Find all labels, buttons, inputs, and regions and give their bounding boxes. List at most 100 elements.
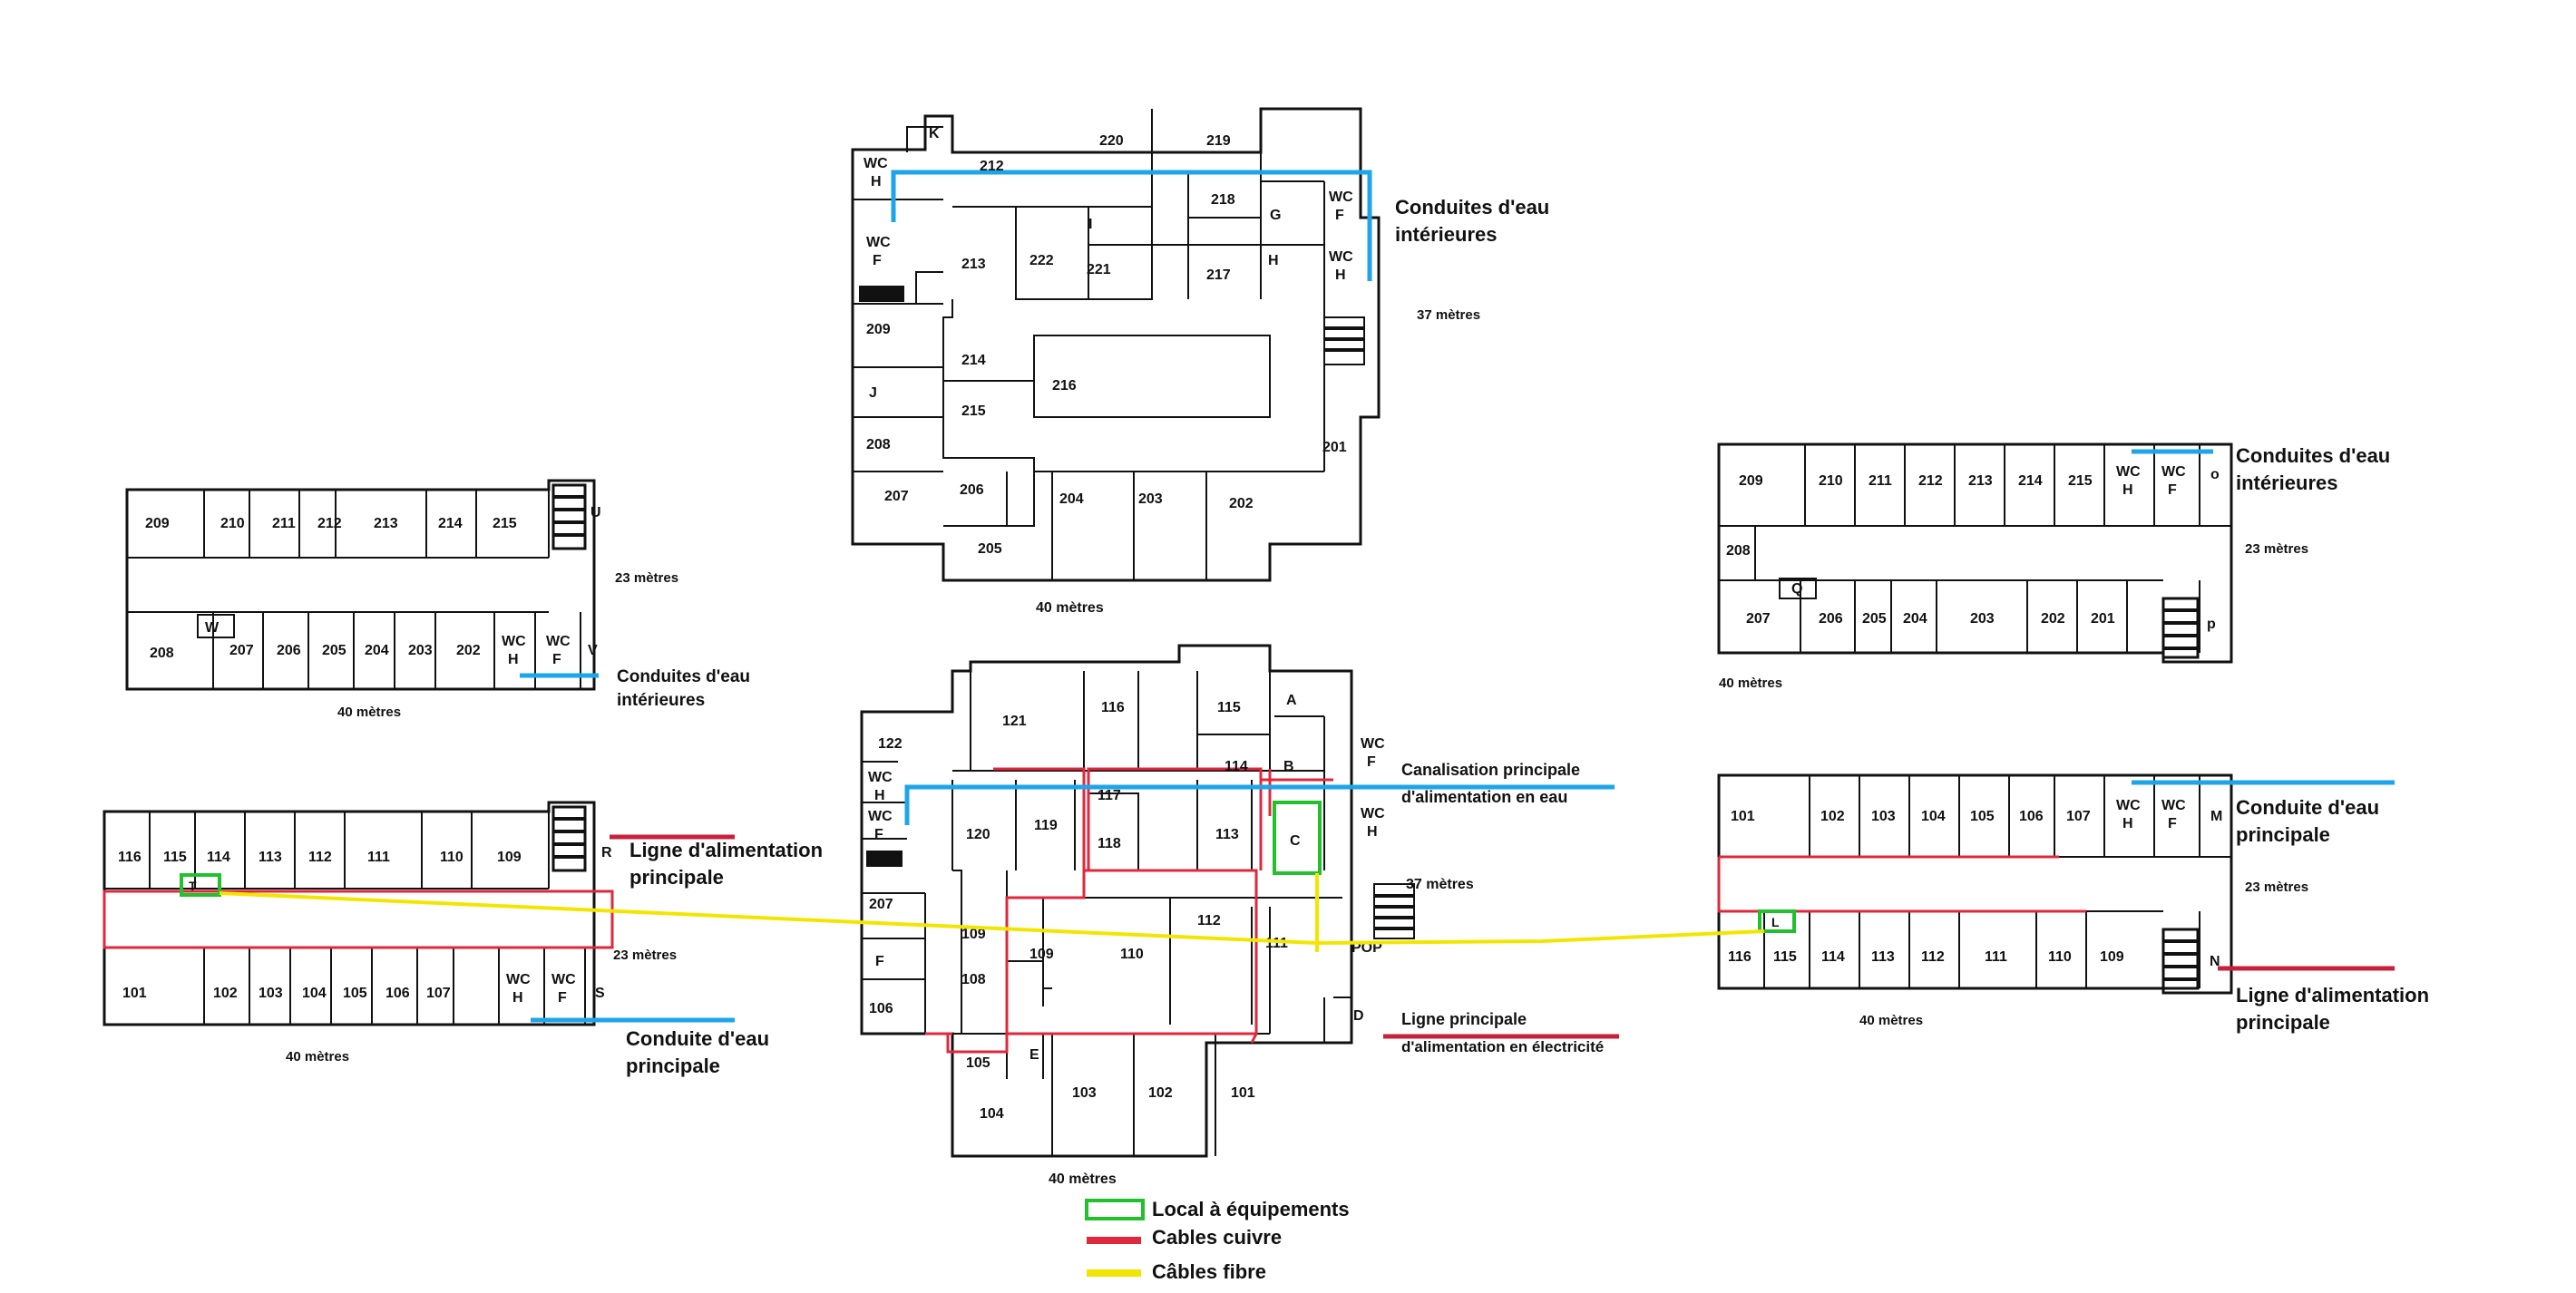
room-label: 116: [118, 850, 141, 865]
room-label: F: [875, 954, 884, 969]
legend-copper-label: Cables cuivre: [1152, 1226, 1282, 1249]
room-label: 111: [1265, 936, 1288, 951]
room-label: U: [590, 505, 601, 520]
water-main-label: d'alimentation en eau: [1401, 788, 1567, 806]
room-label: 109: [1029, 947, 1054, 962]
water-main-label: Conduite d'eau: [2236, 796, 2379, 819]
room-label: S: [595, 986, 605, 1001]
room-label: F: [2168, 482, 2177, 498]
room-label: WC: [868, 770, 893, 785]
room-label: 113: [1871, 949, 1895, 965]
room-label: F: [873, 253, 882, 268]
room-label: 114: [1821, 949, 1845, 965]
fiber-link-left: [219, 891, 1318, 945]
power-main-label: Ligne d'alimentation: [2236, 984, 2429, 1006]
room-label: W: [205, 620, 220, 636]
room-label: 111: [1985, 949, 2007, 965]
room-label: 211: [272, 516, 296, 531]
room-label: 114: [1225, 759, 1248, 774]
room-label: WC: [506, 972, 531, 987]
room-label: 202: [2041, 611, 2065, 627]
room-label: 106: [385, 986, 410, 1001]
room-label: 119: [1034, 818, 1058, 833]
building-width-label: 40 mètres: [1049, 1171, 1117, 1187]
room-label: 110: [2048, 949, 2072, 965]
room-label: 109: [961, 927, 986, 942]
stairs-icon: [2161, 597, 2200, 659]
room-label: WC: [864, 156, 888, 171]
room-label: 203: [408, 643, 433, 658]
room-label: 105: [1970, 809, 1995, 824]
room-label: 115: [1773, 949, 1797, 965]
room-label: 207: [884, 489, 909, 504]
stairs-icon: [859, 286, 1365, 365]
room-label: 215: [493, 516, 517, 531]
water-pipe-label: intérieures: [617, 691, 705, 710]
room-label: 211: [1869, 473, 1892, 489]
room-label: 120: [966, 827, 990, 842]
water-pipe-label: intérieures: [1395, 223, 1498, 246]
room-label: Q: [1791, 581, 1802, 597]
room-label: G: [1270, 208, 1281, 223]
room-label: 106: [869, 1001, 893, 1016]
room-label: WC: [1361, 736, 1385, 752]
room-label: H: [1367, 824, 1378, 840]
room-label: 201: [2091, 611, 2115, 627]
building-right-top: 209 210 211 212 213 214 215 o 208 Q 207 …: [1717, 442, 2390, 691]
room-label: 113: [259, 850, 282, 865]
room-label: B: [1283, 759, 1294, 774]
building-center-bottom: 122 121 116 115 A 114 B 117 120 119 118 …: [860, 644, 1619, 1187]
room-label: WC: [1329, 249, 1353, 265]
room-label: H: [512, 990, 523, 1006]
room-label: 107: [2066, 809, 2091, 824]
room-label: 108: [961, 972, 986, 987]
room-label: 104: [302, 986, 327, 1001]
water-main-label: Conduite d'eau: [626, 1027, 769, 1050]
room-label: 102: [1820, 809, 1845, 824]
room-label: 118: [1098, 836, 1121, 851]
equipment-room-c: [1273, 801, 1322, 875]
room-label: 217: [1206, 267, 1231, 283]
room-label: 105: [966, 1055, 990, 1071]
legend-equipment-label: Local à équipements: [1152, 1198, 1350, 1220]
room-label: 213: [1968, 473, 1993, 489]
room-label: WC: [866, 235, 891, 250]
room-label: F: [2168, 816, 2177, 831]
room-label: 213: [961, 257, 986, 272]
room-label: I: [1088, 217, 1092, 232]
room-label: K: [929, 126, 940, 141]
room-label: WC: [2116, 798, 2141, 813]
fiber-backbone: [219, 891, 1765, 945]
building-depth-label: 37 mètres: [1417, 307, 1480, 323]
building-depth-label: 23 mètres: [2245, 541, 2308, 557]
room-label: 210: [1819, 473, 1843, 489]
water-main-label: Canalisation principale: [1401, 761, 1580, 779]
room-label: F: [1367, 754, 1376, 770]
building-width-label: 40 mètres: [337, 705, 401, 720]
room-label: H: [1268, 253, 1279, 268]
room-label: 203: [1138, 491, 1163, 507]
building-right-bottom: 101 102 103 104 105 106 107 M L 116 115 …: [1717, 773, 2429, 1034]
legend: Local à équipements Cables cuivre Câbles…: [1085, 1198, 1350, 1283]
room-label: WC: [1329, 190, 1353, 205]
room-label: 110: [440, 850, 463, 865]
room-label: 103: [259, 986, 283, 1001]
room-label: T: [189, 879, 197, 893]
room-label: 102: [213, 986, 238, 1001]
room-label: J: [869, 385, 877, 401]
room-label: N: [2210, 954, 2220, 969]
power-main-label: principale: [629, 866, 724, 889]
building-width-label: 40 mètres: [1859, 1013, 1923, 1028]
water-pipe-label: intérieures: [2236, 472, 2338, 494]
room-label: WC: [868, 809, 893, 824]
legend-equipment-swatch: [1085, 1199, 1145, 1220]
building-width-label: 40 mètres: [1036, 600, 1104, 616]
building-left-top: 209 210 211 212 213 214 215 U 208 W 207 …: [125, 479, 750, 720]
building-depth-label: 37 mètres: [1406, 877, 1474, 892]
room-label: 206: [960, 482, 984, 498]
room-label: 205: [978, 541, 1002, 557]
room-label: WC: [1361, 806, 1385, 821]
room-label: WC: [2116, 464, 2141, 480]
interior-water-pipe-line: [891, 170, 1372, 281]
